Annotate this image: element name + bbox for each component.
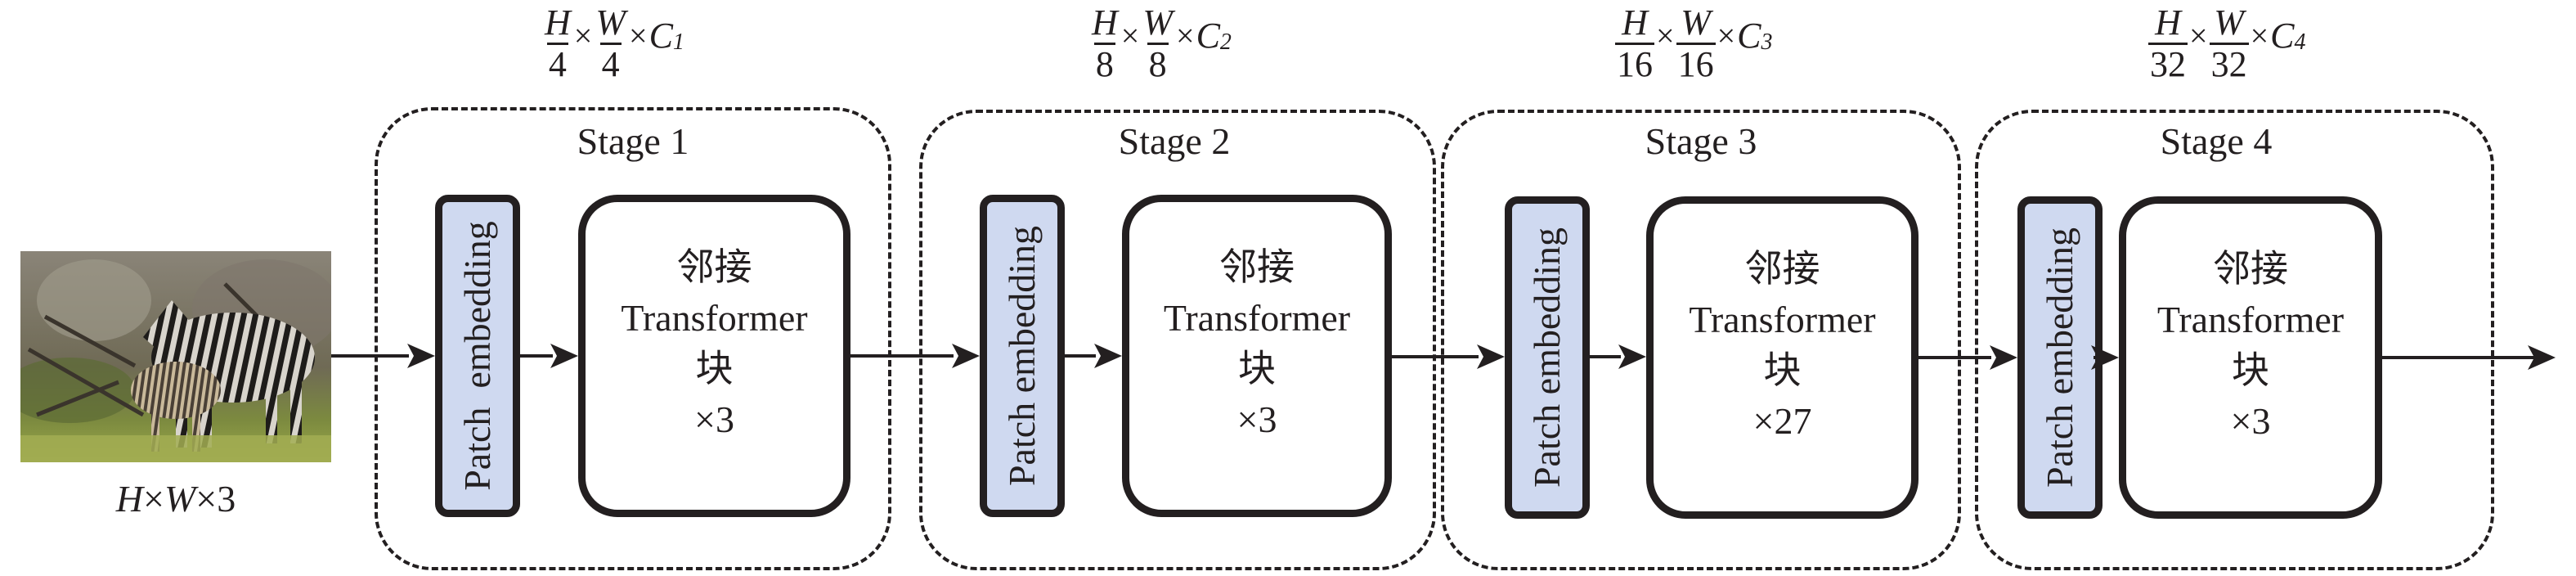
arrowhead-icon <box>1618 344 1646 369</box>
block-repeat-count: ×3 <box>1236 398 1277 440</box>
stage-1-patch-embedding: Patch embedding <box>435 195 520 517</box>
numerator: H <box>545 2 571 43</box>
block-repeat-count: ×3 <box>694 398 734 440</box>
input-size-label: H×W×3 <box>94 477 258 520</box>
arrowhead-icon <box>1477 344 1505 369</box>
input-h: H <box>115 478 143 520</box>
times-sign: × <box>573 17 593 54</box>
denominator: 16 <box>1615 43 1654 84</box>
zebra-photo-icon <box>20 251 331 462</box>
times-sign: × <box>1120 17 1140 54</box>
times-sign: × <box>1656 17 1675 54</box>
times-sign: × <box>143 478 164 520</box>
channel-var: C <box>2270 16 2295 56</box>
arrowhead-icon <box>407 344 435 368</box>
channels: C3 <box>1737 15 1772 56</box>
channel-var: C <box>1196 16 1220 56</box>
stage-4-transformer-block: 邻接 Transformer 块 ×3 <box>2119 196 2382 519</box>
stage-3-patch-embedding: Patch embedding <box>1505 196 1590 519</box>
times-sign: × <box>2189 17 2208 54</box>
denominator: 4 <box>546 43 568 84</box>
stage-1-title: Stage 1 <box>577 120 689 162</box>
channel-var: C <box>1737 16 1761 56</box>
block-label-adjacent: 邻接 <box>1219 246 1295 288</box>
input-image <box>20 251 331 462</box>
block-label-block: 块 <box>1238 348 1276 389</box>
stage-3-container <box>1441 110 1961 570</box>
times-sign: × <box>1176 17 1195 54</box>
times-sign: × <box>629 17 648 54</box>
block-label-block: 块 <box>2232 349 2269 391</box>
block-label-transformer: Transformer <box>1163 297 1351 339</box>
numerator: W <box>595 2 626 43</box>
channel-subscript: 3 <box>1761 29 1773 55</box>
times-sign: × <box>1717 17 1736 54</box>
block-label-block: 块 <box>695 348 734 389</box>
stage-2-patch-embedding: Patch embedding <box>980 195 1065 517</box>
numerator: H <box>1622 2 1648 43</box>
block-repeat-count: ×27 <box>1752 400 1812 442</box>
block-label-transformer: Transformer <box>621 297 808 339</box>
block-repeat-count: ×3 <box>2230 400 2271 442</box>
stage-1-container <box>375 107 891 570</box>
block-label-block: 块 <box>1763 349 1802 391</box>
stage-2-transformer-block: 邻接 Transformer 块 ×3 <box>1122 195 1392 517</box>
block-label-transformer: Transformer <box>2156 299 2345 340</box>
arrowhead-icon <box>952 344 980 368</box>
denominator: 8 <box>1147 43 1169 84</box>
stage-2-container <box>919 110 1436 570</box>
denominator: 32 <box>2148 43 2188 84</box>
channel-var: C <box>648 16 673 56</box>
channels: C2 <box>1196 15 1232 56</box>
arrowhead-icon <box>1990 345 2017 370</box>
stage-4-container <box>1975 110 2494 570</box>
arrowhead-icon <box>2528 345 2556 370</box>
input-w: W <box>164 478 196 520</box>
block-label-transformer: Transformer <box>1689 299 1876 340</box>
block-label-adjacent: 邻接 <box>2213 248 2288 290</box>
denominator: 32 <box>2209 43 2249 84</box>
channel-subscript: 2 <box>1219 29 1232 55</box>
times-sign: × <box>195 478 218 520</box>
numerator: H <box>1092 2 1118 43</box>
numerator: W <box>2214 2 2244 43</box>
input-channels: 3 <box>217 478 236 520</box>
channel-subscript: 4 <box>2294 29 2306 55</box>
times-sign: × <box>2250 17 2269 54</box>
denominator: 4 <box>599 43 622 84</box>
block-label-adjacent: 邻接 <box>1744 248 1820 290</box>
numerator: W <box>1681 2 1711 43</box>
block-label-adjacent: 邻接 <box>676 246 752 288</box>
stage-3-title: Stage 3 <box>1645 120 1757 162</box>
arrowhead-icon <box>550 344 578 368</box>
arrowhead-icon <box>2091 345 2119 370</box>
stage-4-title: Stage 4 <box>2160 120 2273 162</box>
channels: C1 <box>649 15 684 56</box>
stage-3-transformer-block: 邻接 Transformer 块 ×27 <box>1646 196 1919 519</box>
channels: C4 <box>2270 15 2305 56</box>
stage-2-title: Stage 2 <box>1118 120 1231 162</box>
channel-subscript: 1 <box>672 29 684 55</box>
denominator: 16 <box>1676 43 1716 84</box>
stage-4-patch-embedding: Patch embedding <box>2017 196 2103 519</box>
numerator: H <box>2155 2 2181 43</box>
stage-1-transformer-block: 邻接 Transformer 块 ×3 <box>578 195 850 517</box>
numerator: W <box>1142 2 1173 43</box>
arrowhead-icon <box>1094 344 1122 368</box>
denominator: 8 <box>1093 43 1115 84</box>
